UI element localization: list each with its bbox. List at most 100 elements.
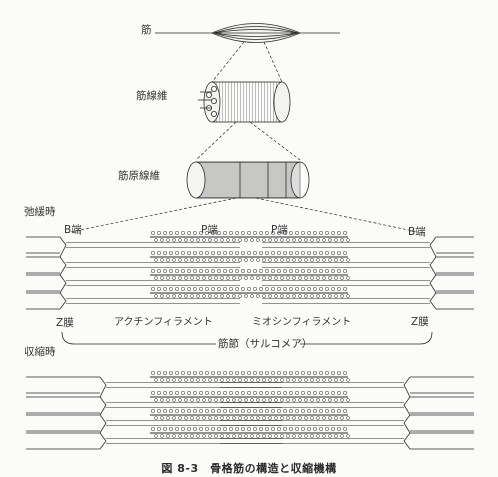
myosin-head <box>250 276 254 280</box>
myosin-head <box>300 426 306 432</box>
myosin-head <box>154 416 158 420</box>
myosin-head <box>342 250 348 256</box>
myosin-head <box>280 434 284 438</box>
myosin-head <box>280 294 284 298</box>
myosin-head <box>198 268 204 274</box>
myosin-head <box>150 426 156 432</box>
myosin-head <box>286 398 290 402</box>
myosin-head <box>178 416 182 420</box>
myosin-head <box>162 230 168 236</box>
myosin-head <box>292 378 296 382</box>
myosin-head <box>180 230 186 236</box>
myosin-head <box>304 276 308 280</box>
muscle-fiber-bundle <box>198 81 291 123</box>
myosin-head <box>280 258 284 262</box>
myosin-head <box>226 434 230 438</box>
myosin-head <box>210 370 216 376</box>
myosin-head <box>264 230 270 236</box>
myosin-head <box>336 408 342 414</box>
myosin-head <box>252 250 258 256</box>
myosin-head <box>322 398 326 402</box>
myosin-head <box>300 268 306 274</box>
myosin-head <box>304 416 308 420</box>
myosin-head <box>262 276 266 280</box>
myosin-head <box>328 238 332 242</box>
myosin-head <box>226 258 230 262</box>
myosin-head <box>216 370 222 376</box>
myosin-head <box>330 250 336 256</box>
label-myofibril: 筋原線維 <box>118 170 160 182</box>
myosin-head <box>312 370 318 376</box>
myosin-head <box>258 286 264 292</box>
myosin-head <box>312 286 318 292</box>
myosin-head <box>196 276 200 280</box>
myosin-head <box>322 416 326 420</box>
myosin-head <box>178 276 182 280</box>
myosin-head <box>210 390 216 396</box>
myosin-head <box>318 370 324 376</box>
myosin-head <box>258 250 264 256</box>
myosin-head <box>216 390 222 396</box>
myosin-head <box>196 294 200 298</box>
myosin-head <box>220 294 224 298</box>
myosin-head <box>208 378 212 382</box>
myosin-head <box>172 398 176 402</box>
myosin-head <box>286 434 290 438</box>
myosin-head <box>244 294 248 298</box>
myosin-head <box>228 408 234 414</box>
myosin-head <box>216 230 222 236</box>
myosin-head <box>196 258 200 262</box>
myosin-head <box>246 370 252 376</box>
myosin-head <box>306 230 312 236</box>
z-line <box>59 236 67 310</box>
myosin-head <box>264 370 270 376</box>
label-muscle: 筋 <box>141 24 152 36</box>
myosin-head <box>324 408 330 414</box>
myosin-head <box>222 370 228 376</box>
myosin-head <box>306 250 312 256</box>
myosin-head <box>190 238 194 242</box>
myosin-head <box>220 398 224 402</box>
myosin-head <box>178 258 182 262</box>
myosin-head <box>192 426 198 432</box>
myosin-head <box>316 378 320 382</box>
myosin-head <box>232 416 236 420</box>
myosin-head <box>286 294 290 298</box>
myosin-head <box>154 258 158 262</box>
myosin-head <box>322 294 326 298</box>
myosin-head <box>166 294 170 298</box>
myosin-head <box>268 276 272 280</box>
myosin-head <box>264 390 270 396</box>
myosin-head <box>240 370 246 376</box>
myosin-head <box>286 238 290 242</box>
myosin-head <box>342 408 348 414</box>
myosin-head <box>252 370 258 376</box>
myosin-head <box>166 238 170 242</box>
myosin-head <box>160 294 164 298</box>
myosin-head <box>330 230 336 236</box>
myosin-head <box>162 426 168 432</box>
myosin-head <box>322 434 326 438</box>
myosin-head <box>316 398 320 402</box>
myosin-head <box>238 294 242 298</box>
myosin-head <box>244 238 248 242</box>
myosin-head <box>186 370 192 376</box>
myosin-head <box>220 434 224 438</box>
myosin-head <box>150 268 156 274</box>
myosin-head <box>276 250 282 256</box>
myosin-head <box>228 286 234 292</box>
myosin-head <box>166 434 170 438</box>
myosin-head <box>282 230 288 236</box>
myosin-head <box>232 238 236 242</box>
myosin-head <box>172 294 176 298</box>
myosin-head <box>336 250 342 256</box>
myosin-head <box>178 398 182 402</box>
myosin-head <box>174 408 180 414</box>
myosin-head <box>198 426 204 432</box>
myosin-head <box>300 286 306 292</box>
myosin-head <box>306 286 312 292</box>
myosin-head <box>330 370 336 376</box>
myosin-head <box>180 286 186 292</box>
myosin-head <box>204 268 210 274</box>
myosin-head <box>156 286 162 292</box>
